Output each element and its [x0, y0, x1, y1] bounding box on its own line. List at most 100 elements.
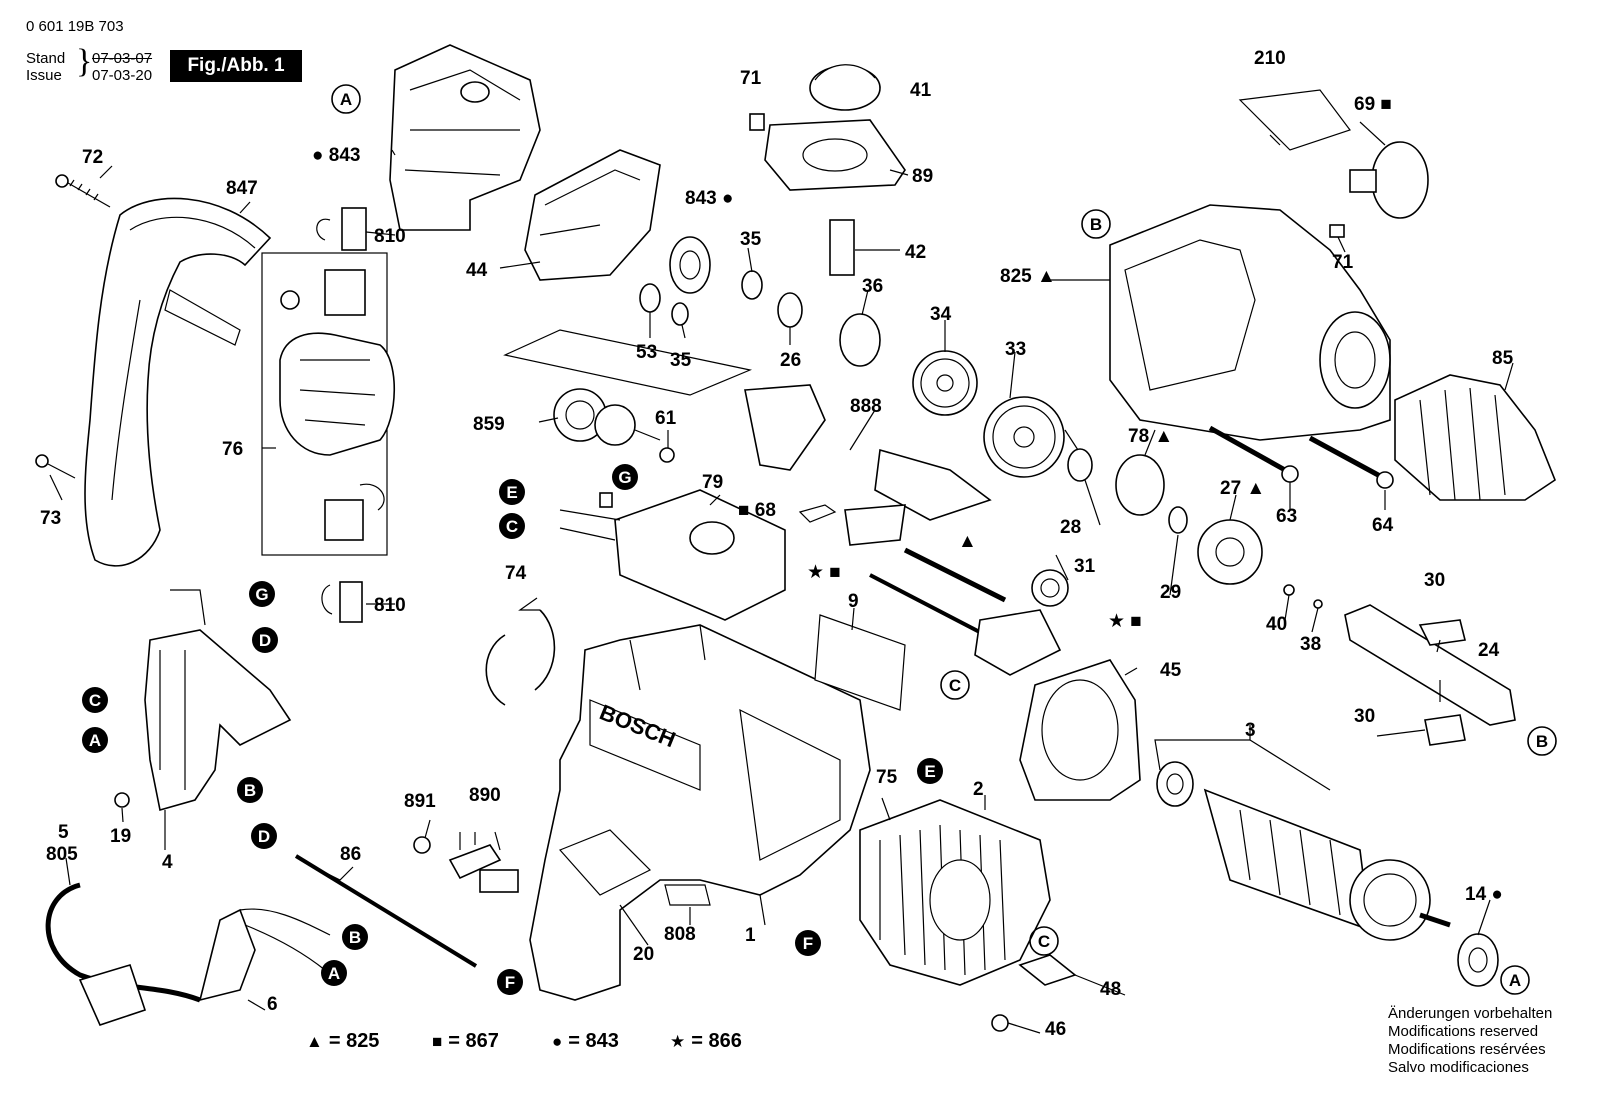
issue-label: Issue — [26, 67, 62, 84]
callout-40: 40 — [1266, 614, 1287, 635]
svg-text:F: F — [505, 973, 515, 992]
connection-marks: A B C B A C E C G G D C A B D B A F E F — [82, 84, 1557, 995]
svg-text:A: A — [340, 90, 352, 109]
mark-c-filled: C — [499, 513, 525, 539]
legend-star: ★= 866 — [670, 1030, 742, 1052]
svg-text:C: C — [949, 676, 961, 695]
note-es: Salvo modificaciones — [1388, 1059, 1529, 1076]
callout-76: 76 — [222, 439, 243, 460]
mark-c-mid: C — [940, 670, 970, 700]
callout-28: 28 — [1060, 517, 1081, 538]
callout-35: 35 — [740, 229, 762, 250]
callout-891: 891 — [404, 791, 436, 812]
svg-text:C: C — [1038, 932, 1050, 951]
callout-48: 48 — [1100, 979, 1121, 1000]
svg-text:A: A — [328, 964, 340, 983]
svg-text:A: A — [1509, 971, 1521, 990]
svg-text:F: F — [803, 934, 813, 953]
callout-53: 53 — [636, 342, 657, 363]
issue-date: 07-03-20 — [92, 67, 153, 84]
mark-g-switch: G — [249, 581, 275, 607]
brush-890-part — [413, 836, 519, 893]
disclaimer-notes: Änderungen vorbehalten Modifications res… — [1388, 1005, 1552, 1077]
callout-14: 14 ● — [1465, 884, 1503, 905]
callout-78: 78 ▲ — [1128, 426, 1173, 447]
callout-9: 9 — [848, 591, 859, 612]
mark-b-top: B — [1081, 209, 1111, 239]
stator-field-part — [859, 799, 1051, 986]
figure-badge: Fig./Abb. 1 — [170, 50, 302, 82]
callout-73: 73 — [40, 508, 61, 529]
note-de: Änderungen vorbehalten — [1388, 1005, 1553, 1022]
callout-35b: 35 — [670, 350, 692, 371]
callout-888: 888 — [850, 396, 882, 417]
callout-89: 89 — [912, 166, 933, 187]
callout-805: 805 — [46, 844, 78, 865]
brace-glyph: } — [76, 43, 93, 80]
power-cord-part — [45, 882, 331, 1026]
mark-b-cord: B — [342, 924, 368, 950]
gear-34-part — [912, 350, 978, 416]
svg-text:E: E — [506, 483, 517, 502]
svg-text:D: D — [258, 827, 270, 846]
mark-c-switch: C — [82, 687, 108, 713]
callout-30: 30 — [1424, 570, 1445, 591]
label-20 — [558, 829, 652, 896]
mark-e-filled: E — [499, 479, 525, 505]
side-handle-part — [84, 197, 272, 567]
gear-33-part — [983, 396, 1065, 478]
callout-24: 24 — [1478, 640, 1500, 661]
legend-circle: ●= 843 — [552, 1030, 619, 1052]
callout-810: 810 — [374, 226, 406, 247]
label-210 — [1238, 89, 1351, 151]
callout-74: 74 — [505, 563, 527, 584]
callout-79: 79 — [702, 472, 723, 493]
knob-69-part — [1329, 141, 1429, 238]
callout-44: 44 — [466, 260, 488, 281]
callout-825: 825 ▲ — [1000, 266, 1056, 287]
callout-27: 27 ▲ — [1220, 478, 1265, 499]
callout-star-sq-2: ★ ■ — [1108, 611, 1142, 632]
callout-29: 29 — [1160, 582, 1181, 603]
mark-d-switch: D — [252, 627, 278, 653]
svg-text:E: E — [924, 762, 935, 781]
mark-c-stator: C — [1029, 926, 1059, 956]
mark-d-cable: D — [251, 823, 277, 849]
spring-74-part — [485, 609, 556, 706]
callout-808: 808 — [664, 924, 696, 945]
svg-text:C: C — [89, 691, 101, 710]
svg-text:B: B — [1090, 215, 1102, 234]
callout-2: 2 — [973, 779, 984, 800]
callout-72: 72 — [82, 147, 103, 168]
housing-shell-part — [389, 44, 541, 231]
callout-triangle-a: ▲ — [958, 531, 977, 552]
cover-44-part — [524, 149, 661, 281]
svg-text:B: B — [244, 781, 256, 800]
screw-73-part — [35, 454, 76, 479]
callout-33: 33 — [1005, 339, 1026, 360]
callout-61: 61 — [655, 408, 677, 429]
legend-triangle: ▲= 825 — [306, 1030, 380, 1052]
svg-text:A: A — [89, 731, 101, 750]
callout-63: 63 — [1276, 506, 1297, 527]
trigger-switch-part — [114, 589, 292, 812]
air-guide-45 — [1019, 659, 1141, 801]
callout-46: 46 — [1045, 1019, 1066, 1040]
mark-f-stator: F — [795, 930, 821, 956]
svg-text:B: B — [349, 928, 361, 947]
stand-label: Stand — [26, 50, 66, 67]
shaft-parts — [869, 547, 1069, 676]
rating-plate-9 — [814, 614, 906, 711]
callout-20: 20 — [633, 944, 654, 965]
callout-5: 5 — [58, 822, 69, 843]
callout-843b: 843 ● — [685, 188, 733, 209]
svg-text:G: G — [618, 468, 631, 487]
mark-a-top: A — [331, 84, 361, 114]
callout-85: 85 — [1492, 348, 1514, 369]
callout-3: 3 — [1245, 720, 1256, 741]
callout-843: ● 843 — [312, 145, 360, 166]
clip-68-part — [798, 504, 837, 523]
label-808 — [664, 884, 711, 906]
callout-86: 86 — [340, 844, 361, 865]
